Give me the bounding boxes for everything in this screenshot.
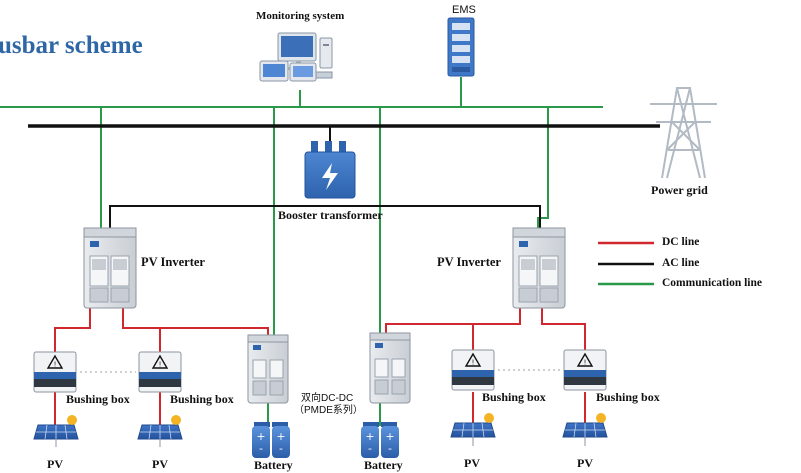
svg-text:+: + [256,430,265,443]
dcdc-label-line2: （PMDE系列） [294,405,363,416]
dc-lines [54,308,586,426]
pv-2-label: PV [152,457,168,471]
bushing-box-1-label: Bushing box [66,392,130,406]
pv-panel-1-icon [33,415,79,447]
bushing-box-4-icon: ! [563,349,607,391]
svg-text:+: + [385,430,394,443]
svg-text:!: ! [472,359,475,367]
svg-text:+: + [276,430,285,443]
battery-1-label: Battery [254,458,293,472]
battery-right-icon: + + - - [361,422,399,458]
power-grid-label: Power grid [651,183,708,197]
legend [598,241,654,286]
dcdc-label-line1: 双向DC-DC [301,393,354,404]
pv-4-label: PV [577,456,593,470]
ems-label: EMS [452,4,476,16]
svg-text:+: + [365,430,374,443]
battery-2-label: Battery [364,458,403,472]
pv-inverter-right-label: PV Inverter [437,255,501,269]
monitoring-system-icon [259,32,333,82]
bushing-box-3-icon: ! [451,349,495,391]
pv-inverter-left-label: PV Inverter [141,255,205,269]
bushing-box-2-label: Bushing box [170,392,234,406]
bushing-box-3-label: Bushing box [482,390,546,404]
booster-transformer-icon [304,141,356,199]
pv-panel-2-icon [137,415,183,447]
dcdc-converter-left-icon [247,334,289,404]
ems-icon [447,17,475,77]
pv-panel-4-icon [562,413,608,446]
pv-inverter-left-icon [83,227,137,309]
legend-comm-label: Communication line [662,277,762,289]
pv-panel-3-icon [450,413,496,446]
svg-text:-: - [279,442,283,455]
bushing-box-1-icon: ! [33,351,77,393]
battery-left-icon: + + - - [252,422,290,458]
svg-text:-: - [388,442,392,455]
power-grid-tower-icon [650,87,717,179]
legend-dc-label: DC line [662,236,700,248]
svg-text:!: ! [54,361,57,369]
booster-transformer-label: Booster transformer [278,208,383,222]
pv-1-label: PV [47,457,63,471]
dcdc-converter-right-icon [369,332,411,404]
bushing-box-2-icon: ! [138,351,182,393]
svg-text:!: ! [159,361,162,369]
legend-ac-label: AC line [662,257,700,269]
svg-text:-: - [259,442,263,455]
svg-text:-: - [368,442,372,455]
bushing-box-4-label: Bushing box [596,390,660,404]
ellipsis-dots [80,369,560,373]
pv-inverter-right-icon [512,227,566,309]
svg-text:!: ! [584,359,587,367]
monitoring-system-label: Monitoring system [256,10,345,22]
page-title: usbar scheme [0,32,143,59]
pv-3-label: PV [464,456,480,470]
